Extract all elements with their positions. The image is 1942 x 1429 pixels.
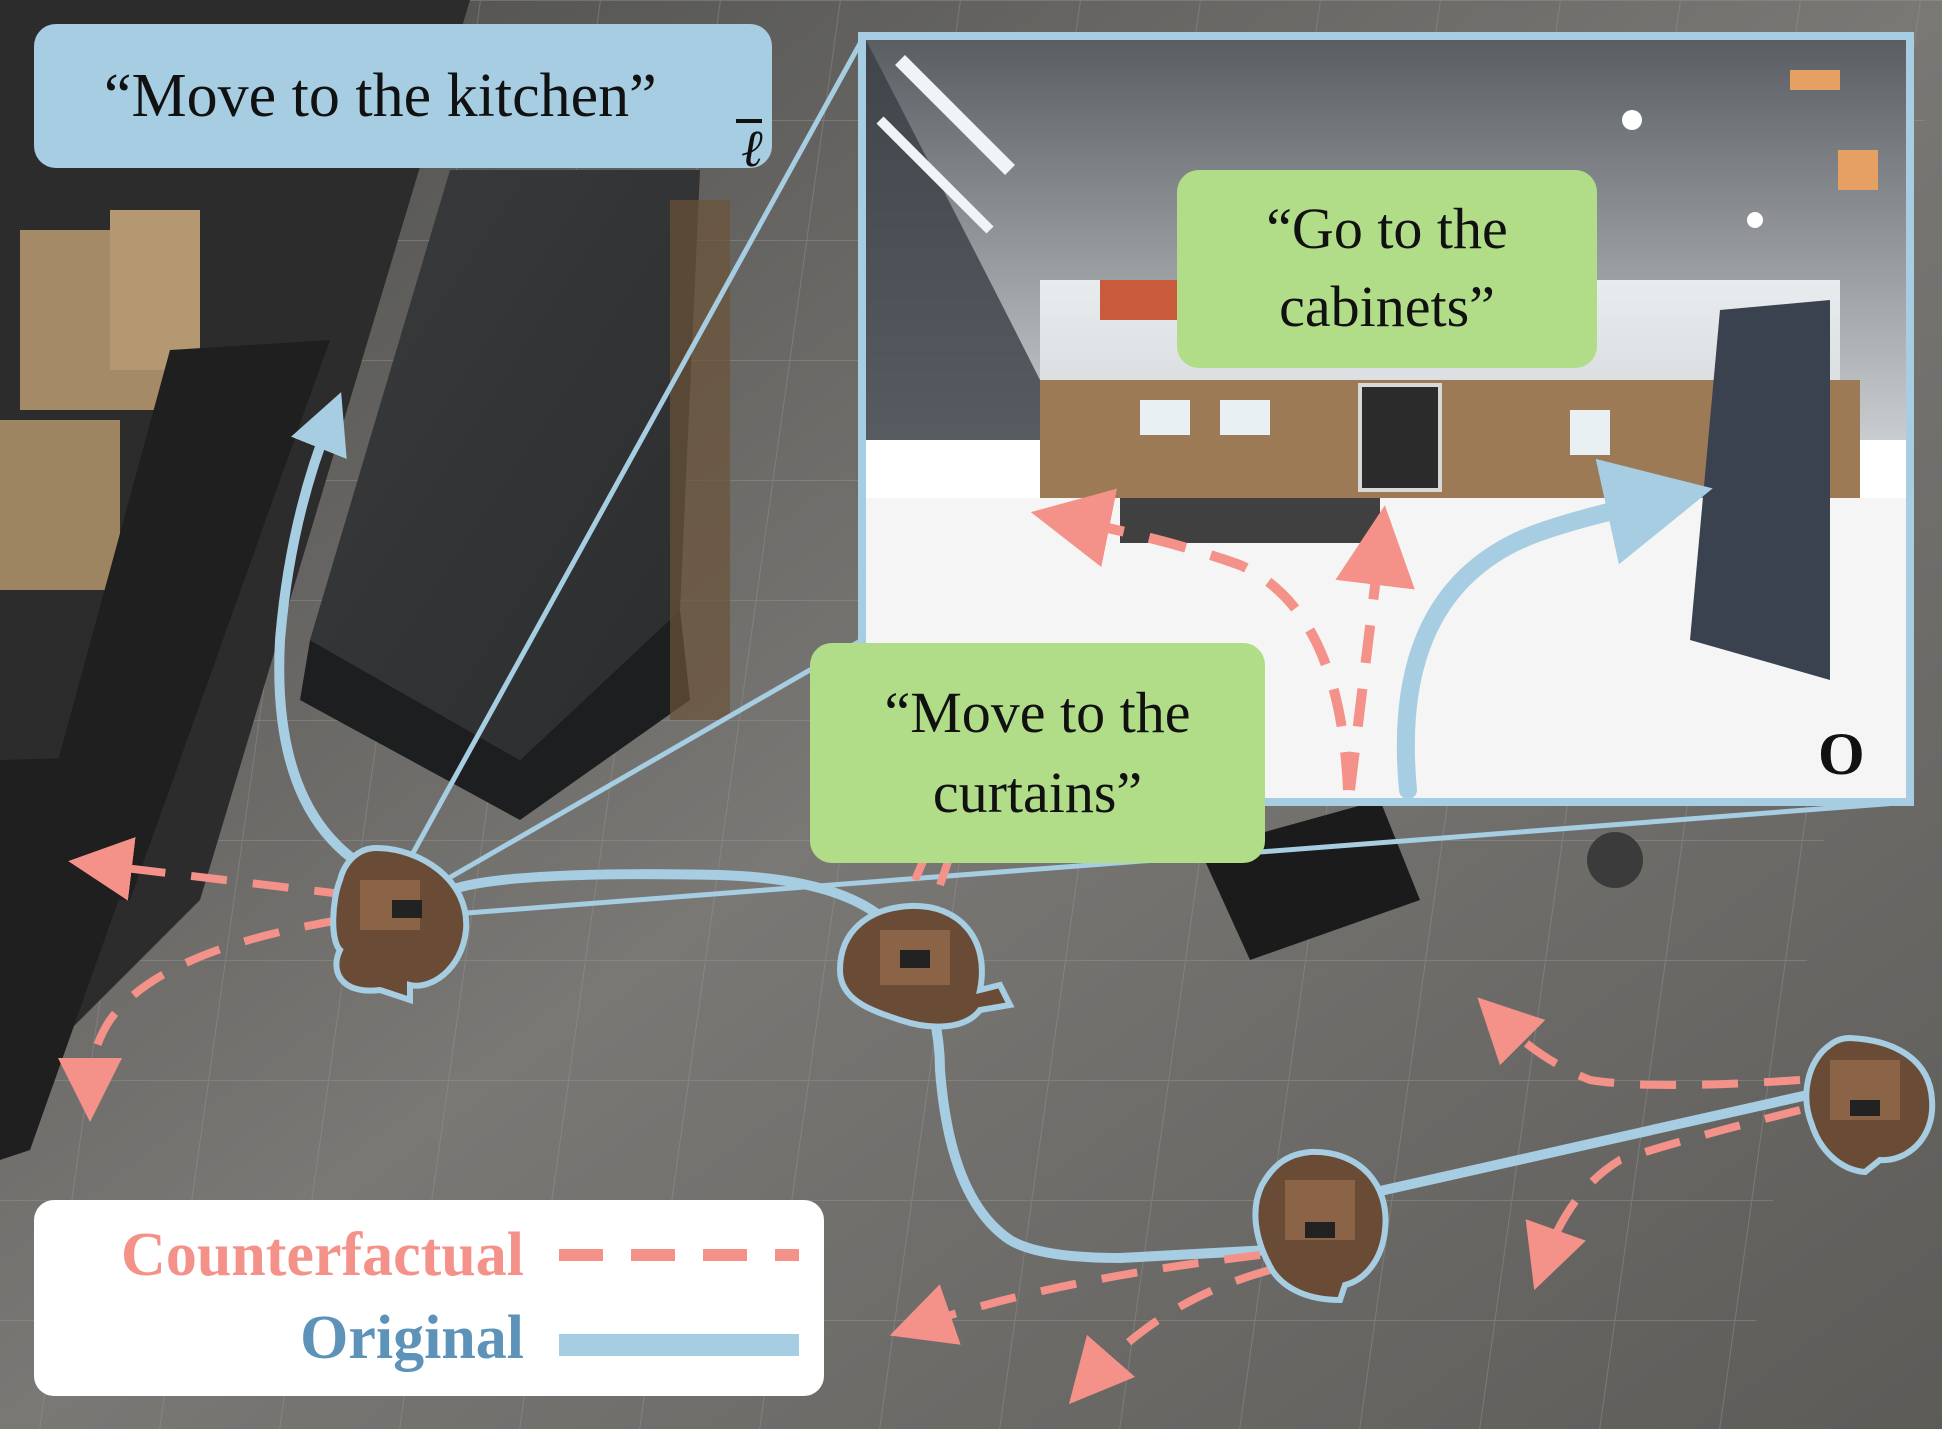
island-side xyxy=(300,610,690,820)
instruction-line: curtains” xyxy=(932,760,1143,825)
legend: Counterfactual Original xyxy=(34,1200,824,1396)
observation-label: O xyxy=(1818,721,1865,787)
robot xyxy=(330,844,470,1005)
original-instruction-text: “Move to the kitchen” xyxy=(104,62,657,130)
robot xyxy=(1803,1034,1936,1176)
cardboard-box xyxy=(110,210,200,370)
legend-original-swatch xyxy=(559,1334,799,1356)
counterfactual-instruction-cabinets: “Go to the cabinets” xyxy=(1177,170,1597,368)
legend-counterfactual-swatch xyxy=(559,1249,799,1261)
cardboard-box xyxy=(0,420,120,590)
counterfactual-instruction-curtains: “Move to the curtains” xyxy=(810,643,1265,863)
instruction-line: cabinets” xyxy=(1279,274,1495,339)
instruction-line: “Go to the xyxy=(1266,196,1508,261)
robot xyxy=(1252,1148,1389,1304)
kitchen-island xyxy=(310,170,700,760)
overbar xyxy=(736,119,762,123)
language-symbol: ℓ xyxy=(741,121,763,178)
instruction-line: “Move to the xyxy=(884,680,1191,745)
robot xyxy=(836,902,1015,1030)
floor-drain xyxy=(1587,832,1643,888)
bar-stools xyxy=(670,200,730,720)
legend-counterfactual-label: Counterfactual xyxy=(121,1221,524,1289)
original-instruction-box: “Move to the kitchen” ℓ xyxy=(34,24,772,176)
legend-original-label: Original xyxy=(300,1304,524,1372)
